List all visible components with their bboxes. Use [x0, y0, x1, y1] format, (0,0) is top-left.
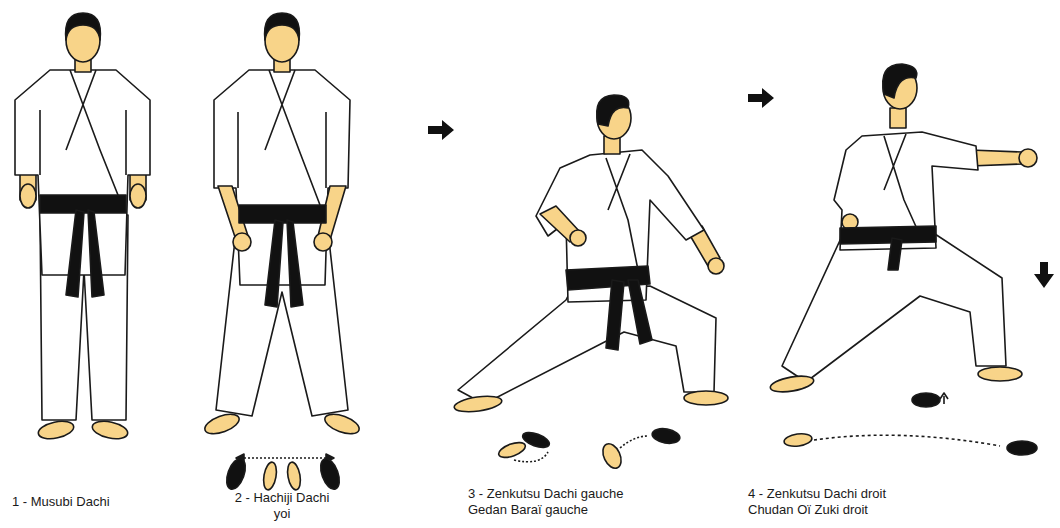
sequence-arrow-part: [428, 120, 454, 140]
figure-hachiji-dachi-part: [322, 410, 361, 437]
figure-oi-zuki-part: [978, 367, 1022, 381]
figure-musubi-dachi-part: [66, 210, 104, 297]
footprint-diagram-part: [620, 436, 648, 448]
step-caption: 1 - Musubi Dachi: [12, 494, 110, 510]
footprint-diagram: [497, 427, 681, 471]
figure-oi-zuki-part: [834, 132, 978, 250]
footprint-diagram: [783, 393, 1037, 455]
footprint-diagram-part: [497, 440, 527, 461]
figure-oi-zuki-part: [884, 134, 922, 240]
figure-musubi-dachi-part: [37, 418, 76, 441]
figure-musubi-dachi-part: [130, 184, 146, 208]
figure-oi-zuki-part: [782, 234, 1006, 382]
footprint-diagram-part: [521, 430, 551, 451]
figure-hachiji-dachi-part: [314, 233, 332, 251]
footprint-diagram-part: [514, 452, 548, 462]
footprint-diagram-part: [1007, 441, 1037, 455]
figure-gedan-barai-part: [570, 230, 586, 246]
footprint-diagram-part: [814, 435, 1000, 446]
figure-gedan-barai-part: [458, 286, 716, 404]
figure-gedan-barai-part: [684, 391, 728, 405]
footprint-diagram: [223, 454, 343, 492]
figure-hachiji-dachi-part: [265, 13, 300, 40]
footprint-diagram-part: [940, 393, 948, 404]
footprint-diagram-part: [223, 456, 249, 492]
figure-hachiji-dachi-part: [238, 70, 326, 205]
figure-musubi-dachi-part: [20, 184, 36, 208]
figure-oi-zuki: [769, 64, 1037, 395]
step-caption: 3 - Zenkutsu Dachi gauche Gedan Baraï ga…: [468, 486, 643, 518]
figure-oi-zuki-part: [769, 373, 815, 394]
figure-musubi-dachi-part: [40, 195, 126, 213]
footprint-diagram-part: [317, 456, 343, 492]
figure-gedan-barai-part: [536, 150, 704, 302]
footprint-diagram-part: [236, 454, 334, 462]
figure-hachiji-dachi-part: [265, 220, 303, 307]
figure-gedan-barai: [453, 95, 728, 414]
footprint-diagram-part: [240, 457, 330, 459]
figure-musubi-dachi-part: [66, 13, 101, 40]
footprint-diagram-part: [651, 427, 681, 446]
sequence-arrow-part: [1034, 262, 1054, 288]
figure-gedan-barai-part: [453, 394, 502, 415]
figure-hachiji-dachi: [202, 13, 361, 438]
footprint-diagram-part: [262, 461, 279, 491]
figure-oi-zuki-part: [1019, 149, 1037, 167]
figure-hachiji-dachi-part: [233, 233, 251, 251]
figure-musubi-dachi-part: [40, 70, 126, 205]
footprint-diagram-part: [912, 393, 940, 407]
figure-gedan-barai-part: [708, 258, 724, 274]
figure-oi-zuki-part: [890, 108, 906, 128]
step-caption: 2 - Hachiji Dachi yoi: [230, 490, 334, 522]
figure-hachiji-dachi-part: [239, 205, 326, 223]
figure-hachiji-dachi-part: [202, 410, 241, 437]
footprint-diagram-part: [599, 441, 624, 471]
figure-oi-zuki-part: [888, 238, 902, 270]
footprint-diagram-part: [286, 461, 303, 491]
step-caption: 4 - Zenkutsu Dachi droit Chudan Oï Zuki …: [748, 486, 923, 518]
figure-musubi-dachi: [15, 13, 150, 442]
figure-musubi-dachi-part: [91, 418, 130, 441]
footprint-diagram-part: [783, 432, 812, 448]
figure-hachiji-dachi-part: [214, 70, 350, 285]
figure-gedan-barai-part: [606, 280, 652, 350]
sequence-arrow-part: [748, 88, 774, 108]
figure-gedan-barai-part: [606, 154, 640, 280]
figure-oi-zuki-part: [840, 226, 936, 244]
figure-oi-zuki-part: [883, 64, 917, 98]
figure-gedan-barai-part: [597, 95, 629, 126]
